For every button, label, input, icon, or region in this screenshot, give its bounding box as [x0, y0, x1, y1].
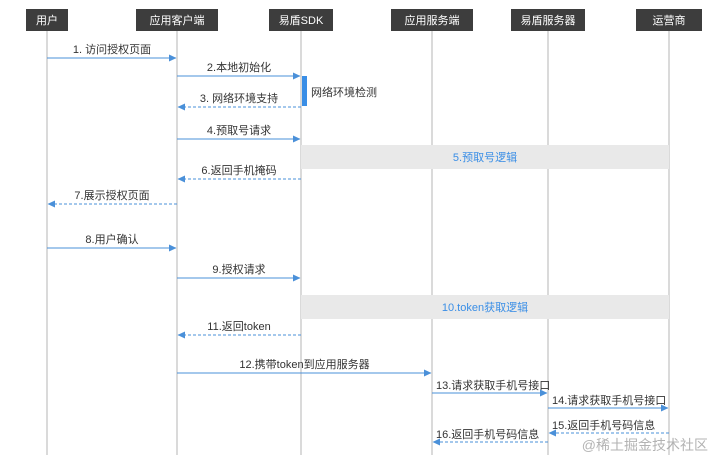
band-label-2: 10.token获取逻辑 — [442, 300, 528, 314]
participant-operator-label: 运营商 — [653, 13, 686, 27]
activation-bar — [302, 76, 307, 106]
participant-user-box — [26, 9, 68, 31]
participant-sdk-box — [269, 9, 333, 31]
participant-sdk-label: 易盾SDK — [279, 14, 324, 27]
message-11-label: 13.请求获取手机号接口 — [436, 378, 550, 392]
message-10-label: 12.携带token到应用服务器 — [239, 357, 369, 371]
message-7-label: 8.用户确认 — [85, 232, 138, 246]
participant-client-label: 应用客户端 — [150, 13, 205, 27]
message-8-label: 9.授权请求 — [212, 262, 265, 276]
activation-note: 网络环境检测 — [311, 85, 377, 99]
message-4-label: 4.预取号请求 — [207, 124, 271, 137]
watermark-text: @稀土掘金技术社区 — [582, 437, 708, 453]
participant-appserver-box — [391, 9, 473, 31]
message-1-label: 1. 访问授权页面 — [73, 42, 151, 56]
band-1 — [301, 145, 669, 169]
message-9-label: 11.返回token — [207, 320, 270, 333]
participant-ydserver-box — [511, 9, 585, 31]
message-2-label: 2.本地初始化 — [207, 60, 271, 74]
band-2 — [301, 295, 669, 319]
message-14-label: 16.返回手机号码信息 — [436, 427, 539, 441]
participant-client-box — [136, 9, 218, 31]
band-label-1: 5.预取号逻辑 — [453, 150, 517, 164]
message-6-label: 7.展示授权页面 — [74, 188, 149, 202]
participant-appserver-label: 应用服务端 — [405, 13, 460, 27]
message-12-label: 14.请求获取手机号接口 — [552, 393, 666, 407]
message-13-label: 15.返回手机号码信息 — [552, 418, 655, 432]
message-5-label: 6.返回手机掩码 — [201, 163, 276, 177]
participant-ydserver-label: 易盾服务器 — [521, 14, 576, 27]
message-3-label: 3. 网络环境支持 — [200, 91, 278, 105]
participant-user-label: 用户 — [36, 13, 58, 27]
participant-operator-box — [636, 9, 702, 31]
